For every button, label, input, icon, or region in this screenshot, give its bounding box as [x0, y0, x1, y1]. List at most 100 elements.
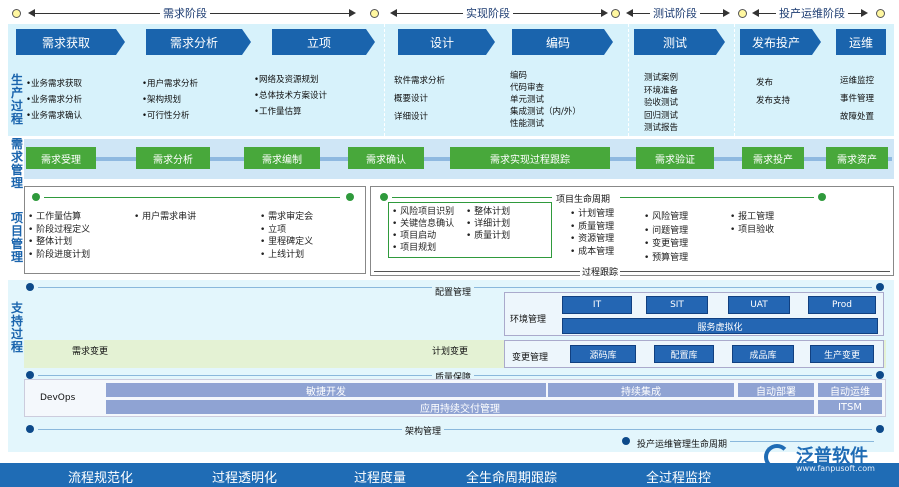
project-item: • 整体计划 — [28, 237, 73, 247]
project-item: • 立项 — [260, 224, 287, 235]
stage-item: 测试案例 — [644, 73, 679, 83]
footer-item: 全生命周期跟踪 — [466, 471, 558, 486]
change-mgmt-label: 变更管理 — [512, 353, 549, 363]
stage-item: 环境准备 — [644, 85, 679, 96]
arrow-right-icon — [349, 9, 356, 17]
project-item: • 项目启动 — [392, 231, 437, 241]
risk-box — [388, 202, 552, 258]
project-item: • 资源管理 — [570, 234, 615, 244]
phase-dot — [12, 9, 21, 18]
blue-dot — [26, 371, 34, 379]
change-box-production: 生产变更 — [810, 345, 874, 363]
phase-label: 测试阶段 — [650, 5, 700, 21]
project-item: • 详细计划 — [466, 219, 511, 229]
project-item: • 风险项目识别 — [392, 207, 455, 217]
stage-item: 发布支持 — [756, 96, 791, 106]
watermark-logo: 泛普软件 www.fanpusoft.com — [760, 440, 896, 480]
project-item: • 上线计划 — [260, 249, 305, 260]
risk-list-1: • 风险项目识别 • 关键信息确认 • 项目启动 • 项目规划 — [392, 206, 454, 254]
tracking-label: 过程跟踪 — [580, 265, 621, 278]
green-dot — [380, 193, 388, 201]
stage-item: 集成测试（内/外） — [510, 107, 581, 117]
ci-bar: 持续集成 — [548, 383, 734, 398]
project-item: • 关键信息确认 — [392, 219, 455, 229]
stage-release: 发布投产 — [740, 29, 812, 55]
devops-label: DevOps — [40, 393, 76, 403]
blue-dot — [876, 425, 884, 433]
arch-mgmt-label: 架构管理 — [402, 424, 445, 437]
phase-dot — [370, 9, 379, 18]
stage-item: 故障处置 — [840, 112, 875, 122]
project-title: 项目管理 — [10, 211, 23, 264]
chevron-right-icon — [604, 29, 613, 55]
stage-item: 回归测试 — [644, 110, 679, 121]
stage-items-operations: 运维监控 事件管理 故障处置 — [840, 72, 874, 126]
stage-item: 性能测试 — [510, 119, 545, 129]
stage-items-testing: 测试案例 环境准备 验收测试 回归测试 测试报告 — [644, 72, 678, 135]
chevron-right-icon — [716, 29, 725, 55]
phase-dot — [611, 9, 620, 18]
project-item: • 用户需求串讲 — [134, 212, 197, 222]
mid-list-3: • 报工管理 • 项目验收 — [730, 211, 774, 237]
project-item: • 里程碑定义 — [260, 237, 314, 247]
project-item: • 成本管理 — [570, 246, 615, 257]
watermark-brand: 泛普软件 — [796, 446, 868, 467]
footer-item: 过程透明化 — [212, 471, 278, 486]
stage-operations: 运维 — [836, 29, 886, 55]
req-pill-tracking: 需求实现过程跟踪 — [450, 147, 610, 169]
project-item: • 风险管理 — [644, 212, 689, 222]
stage-item: 事件管理 — [840, 94, 875, 104]
auto-deploy-bar: 自动部署 — [738, 383, 814, 398]
change-box-product: 成品库 — [732, 345, 794, 363]
change-box-source: 源码库 — [570, 345, 636, 363]
stage-item: 详细设计 — [394, 112, 429, 122]
stage-items-coding: 编码 代码审查 单元测试 集成测试（内/外） 性能测试 — [510, 70, 581, 130]
requirements-title: 需求管理 — [10, 137, 23, 190]
env-box-prod: Prod — [808, 296, 876, 314]
chevron-right-icon — [812, 29, 821, 55]
stage-coding: 编码 — [512, 29, 604, 55]
blue-dot — [622, 437, 630, 445]
project-item: • 计划管理 — [570, 209, 615, 219]
arrow-left-icon — [752, 9, 759, 17]
req-change-label: 需求变更 — [72, 347, 109, 357]
req-pill-intake: 需求受理 — [26, 147, 96, 169]
stage-items-analysis: •用户需求分析 •架构规划 •可行性分析 — [142, 76, 198, 124]
footer-item: 流程规范化 — [68, 471, 134, 486]
auto-ops-bar: 自动运维 — [818, 383, 882, 398]
stage-item: •业务需求确认 — [26, 111, 83, 121]
lifecycle-title: 项目生命周期 — [556, 195, 611, 205]
phase-dot — [876, 9, 885, 18]
arrow-right-icon — [861, 9, 868, 17]
arrow-left-icon — [626, 9, 633, 17]
stage-item: •可行性分析 — [142, 111, 190, 121]
watermark-icon — [764, 444, 790, 470]
production-title: 生产过程 — [10, 73, 23, 126]
stage-items-initiation: •网络及资源规划 •总体技术方案设计 •工作量估算 — [254, 72, 327, 120]
agile-bar: 敏捷开发 — [106, 383, 546, 398]
stage-project-initiation: 立项 — [272, 29, 366, 55]
arrow-right-icon — [723, 9, 730, 17]
chevron-right-icon — [366, 29, 375, 55]
project-list-3: • 需求审定会 • 立项 • 里程碑定义 • 上线计划 — [260, 211, 313, 261]
stage-item: •业务需求分析 — [26, 95, 83, 105]
itsm-bar: ITSM — [818, 400, 882, 414]
stage-items-design: 软件需求分析 概要设计 详细设计 — [394, 72, 445, 126]
arrow-left-icon — [390, 9, 397, 17]
app-cd-bar: 应用持续交付管理 — [106, 400, 814, 415]
green-dot — [32, 193, 40, 201]
req-pill-verification: 需求验证 — [636, 147, 714, 169]
stage-item: 编码 — [510, 71, 528, 81]
support-title: 支持过程 — [10, 301, 23, 354]
phase-label: 实现阶段 — [463, 5, 513, 21]
phase-label: 需求阶段 — [160, 5, 210, 21]
arrow-left-icon — [28, 9, 35, 17]
chevron-right-icon — [116, 29, 125, 55]
project-item: • 工作量估算 — [28, 212, 82, 222]
green-dot — [818, 193, 826, 201]
project-item: • 报工管理 — [730, 212, 775, 222]
stage-item: •架构规划 — [142, 95, 182, 105]
stage-items-release: 发布 发布支持 — [756, 74, 790, 110]
stage-item: •总体技术方案设计 — [254, 91, 328, 101]
phase-label: 投产运维阶段 — [776, 5, 848, 21]
